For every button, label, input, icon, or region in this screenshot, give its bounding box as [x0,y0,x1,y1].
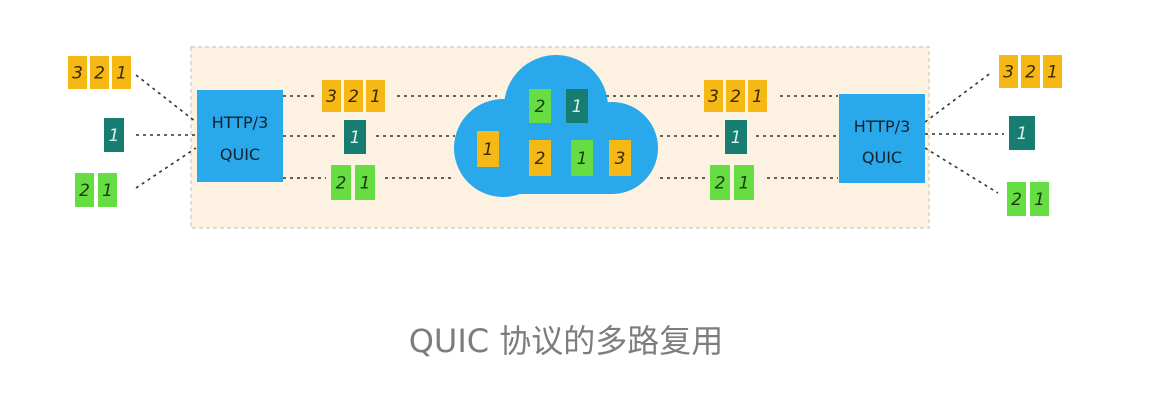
cloud-orange-5-label: 3 [615,149,626,169]
dst-orange-1-label: 2 [1025,63,1036,83]
dst-green-0-packet [1007,182,1026,216]
src-teal-0-packet [104,118,124,152]
cloud-orange-3-label: 2 [535,149,546,169]
cloud-orange-2-packet [477,131,499,167]
dst-orange-2-label: 1 [1047,63,1058,83]
src-orange-0-packet [68,56,87,89]
cloud-teal-1-packet [566,89,588,123]
src-green-0-label: 2 [79,181,90,201]
right-endpoint-line1: HTTP/3 [854,117,911,136]
rmid-teal-0-label: 1 [731,128,742,148]
lmid-teal-0-packet [344,120,366,154]
src-green-1-label: 1 [102,181,113,201]
cloud-orange-2-label: 1 [483,140,494,160]
dst-orange-2-packet [1043,55,1062,88]
cloud-green-0-label: 2 [535,97,546,117]
src-orange-1-packet [90,56,109,89]
src-orange-2-packet [112,56,131,89]
lmid-orange-1-packet [344,80,363,112]
left-endpoint-line2: QUIC [220,145,260,164]
dst-green-1-packet [1030,182,1049,216]
rmid-green-0-label: 2 [715,174,726,194]
src-green-1-packet [98,173,117,207]
lmid-green-1-packet [355,165,375,200]
src-orange-1-label: 2 [94,64,105,84]
lmid-teal-0-label: 1 [350,128,361,148]
connector-lines [135,71,1004,194]
rmid-green-1-packet [734,165,754,200]
src-orange-0-label: 3 [72,64,83,84]
lmid-green-0-packet [331,165,351,200]
lmid-orange-0-label: 3 [326,87,337,107]
diagram-caption: QUIC 协议的多路复用 [409,322,724,360]
cloud-green-0-packet [529,89,551,123]
right-endpoint-line2: QUIC [862,148,902,167]
left-endpoint-http3-quic: HTTP/3 QUIC [197,90,283,182]
left-endpoint-box [197,90,283,182]
cloud-orange-5-packet [609,140,631,176]
dst-teal-0-packet [1009,116,1035,150]
src-teal-0-label: 1 [109,126,120,146]
cloud-teal-1-label: 1 [572,97,583,117]
cloud-orange-3-packet [529,140,551,176]
dst-teal-0-label: 1 [1017,124,1028,144]
lmid-orange-0-packet [322,80,341,112]
dst-orange-0-packet [999,55,1018,88]
right-endpoint-box [839,94,925,183]
rmid-green-0-packet [710,165,730,200]
lmid-orange-2-packet [366,80,385,112]
rmid-orange-0-packet [704,80,723,112]
dst-orange-1-packet [1021,55,1040,88]
dst-green-1-label: 1 [1034,190,1045,210]
cloud-green-4-packet [571,140,593,176]
src-orange-2-label: 1 [116,64,127,84]
rmid-teal-0-packet [725,120,747,154]
lmid-green-0-label: 2 [336,174,347,194]
rmid-orange-1-packet [726,80,745,112]
lmid-orange-1-label: 2 [348,87,359,107]
right-endpoint-http3-quic: HTTP/3 QUIC [839,94,925,183]
lmid-green-1-label: 1 [360,174,371,194]
dst-green-0-label: 2 [1011,190,1022,210]
rmid-green-1-label: 1 [739,174,750,194]
rmid-orange-0-label: 3 [708,87,719,107]
left-endpoint-line1: HTTP/3 [212,113,269,132]
lmid-orange-2-label: 1 [370,87,381,107]
cloud-green-4-label: 1 [577,149,588,169]
rmid-orange-1-label: 2 [730,87,741,107]
src-green-0-packet [75,173,94,207]
rmid-orange-2-packet [748,80,767,112]
dst-orange-0-label: 3 [1003,63,1014,83]
rmid-orange-2-label: 1 [752,87,763,107]
